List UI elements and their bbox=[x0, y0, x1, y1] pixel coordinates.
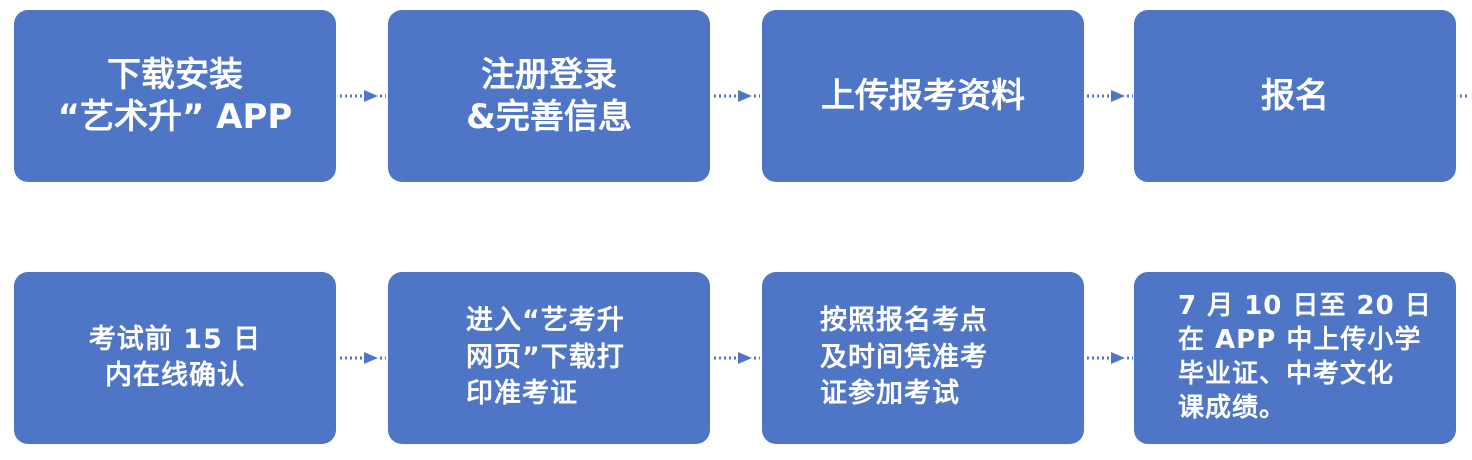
dotted-arrow-icon bbox=[714, 352, 760, 364]
step-label: 7 月 10 日至 20 日 在 APP 中上传小学 毕业证、中考文化 课成绩。 bbox=[1178, 291, 1432, 423]
step-register-login: 注册登录 &完善信息 bbox=[388, 10, 710, 182]
step-upload-materials: 上传报考资料 bbox=[762, 10, 1084, 182]
step-label: 考试前 15 日 内在线确认 bbox=[88, 323, 262, 391]
dotted-line-icon bbox=[1460, 94, 1470, 98]
dotted-arrow-icon bbox=[340, 90, 386, 102]
step-print-admission-ticket: 进入“艺考升 网页”下载打 印准考证 bbox=[388, 272, 710, 444]
dotted-arrow-icon bbox=[1087, 352, 1133, 364]
step-label: 报名 bbox=[1261, 75, 1329, 116]
step-label: 进入“艺考升 网页”下载打 印准考证 bbox=[466, 305, 625, 410]
step-download-app: 下载安装 “艺术升” APP bbox=[14, 10, 336, 182]
step-label: 按照报名考点 及时间凭准考 证参加考试 bbox=[820, 305, 988, 410]
step-online-confirm: 考试前 15 日 内在线确认 bbox=[14, 272, 336, 444]
dotted-arrow-icon bbox=[714, 90, 760, 102]
step-label: 注册登录 &完善信息 bbox=[466, 54, 632, 138]
step-apply: 报名 bbox=[1134, 10, 1456, 182]
step-label: 上传报考资料 bbox=[821, 75, 1025, 116]
dotted-arrow-icon bbox=[1087, 90, 1133, 102]
dotted-arrow-icon bbox=[340, 352, 386, 364]
step-upload-certificates: 7 月 10 日至 20 日 在 APP 中上传小学 毕业证、中考文化 课成绩。 bbox=[1134, 272, 1456, 444]
step-label: 下载安装 “艺术升” APP bbox=[57, 54, 293, 138]
step-take-exam: 按照报名考点 及时间凭准考 证参加考试 bbox=[762, 272, 1084, 444]
